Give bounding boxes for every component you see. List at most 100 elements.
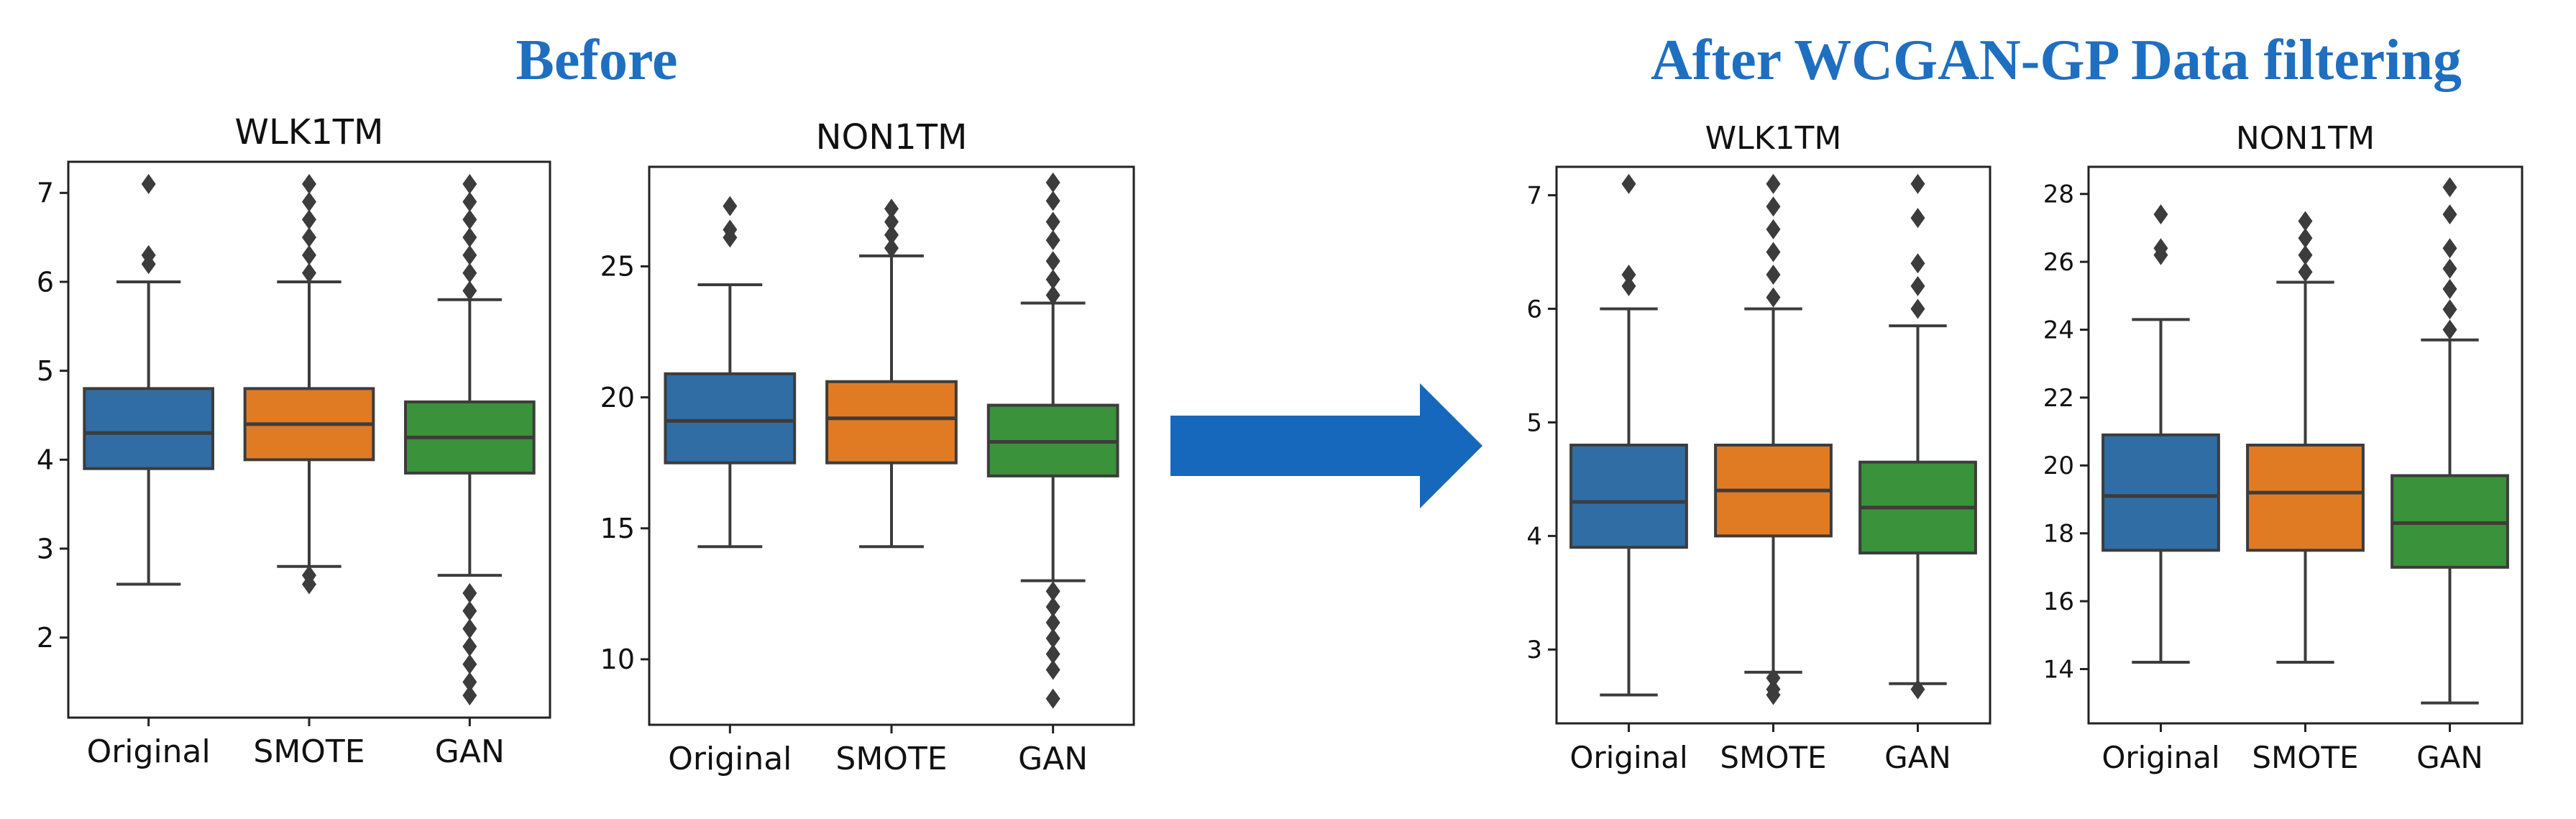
y-tick-label: 18 — [2043, 520, 2074, 549]
outlier-point — [1621, 265, 1636, 285]
iqr-box — [83, 387, 215, 470]
box-smote — [2246, 211, 2365, 664]
outlier-point — [2442, 258, 2457, 279]
outlier-point — [1766, 196, 1781, 217]
y-tick-label: 4 — [37, 444, 54, 476]
outlier-point — [462, 672, 477, 692]
outlier-point — [1045, 644, 1060, 664]
outlier-point — [462, 173, 477, 194]
outlier-point — [1910, 253, 1925, 274]
axes-frame — [648, 165, 1135, 726]
box-original — [1569, 173, 1688, 697]
y-tick-label: 4 — [1526, 522, 1542, 551]
outlier-point — [2298, 262, 2313, 283]
box-original — [83, 173, 215, 586]
outlier-point — [723, 196, 738, 216]
outlier-point — [2442, 177, 2457, 198]
outlier-point — [302, 244, 316, 265]
y-tick-label: 20 — [600, 382, 635, 413]
y-tick-label: 24 — [2043, 316, 2074, 344]
outlier-point — [1910, 298, 1925, 319]
outlier-point — [462, 280, 477, 301]
y-tick-label: 3 — [37, 533, 54, 564]
chart-title: WLK1TM — [1705, 120, 1842, 157]
outlier-point — [1045, 688, 1060, 709]
y-tick-label: 20 — [2043, 452, 2074, 480]
outlier-point — [1045, 581, 1060, 602]
outlier-point — [462, 654, 477, 674]
outlier-point — [2442, 238, 2457, 259]
x-tick-label: Original — [668, 741, 792, 777]
x-tick-label: SMOTE — [1720, 740, 1826, 775]
outlier-point — [462, 636, 477, 657]
outlier-point — [1045, 285, 1060, 306]
x-tick-label: GAN — [2416, 740, 2483, 775]
y-tick-label: 10 — [600, 644, 635, 675]
box-smote — [825, 198, 958, 549]
box-gan — [1858, 173, 1977, 700]
outlier-point — [1045, 597, 1060, 618]
chart-title: NON1TM — [816, 117, 968, 157]
outlier-point — [1766, 242, 1781, 262]
transition-arrow — [1170, 383, 1482, 508]
iqr-box — [664, 372, 797, 465]
outlier-point — [1045, 628, 1060, 649]
outlier-point — [1766, 667, 1781, 688]
outlier-point — [2442, 319, 2457, 340]
y-tick-label: 16 — [2043, 587, 2074, 616]
box-gan — [404, 173, 536, 706]
outlier-point — [1621, 173, 1636, 194]
heading-after: After WCGAN-GP Data filtering — [1651, 29, 2462, 92]
outlier-point — [2153, 204, 2168, 225]
outlier-point — [302, 191, 316, 212]
outlier-point — [302, 227, 316, 248]
y-tick-label: 28 — [2043, 180, 2074, 209]
outlier-point — [2442, 299, 2457, 320]
box-original — [664, 196, 797, 549]
outlier-point — [723, 219, 738, 240]
y-tick-label: 26 — [2043, 248, 2074, 277]
outlier-point — [462, 227, 477, 248]
outlier-point — [2298, 211, 2313, 232]
x-tick-label: Original — [2101, 740, 2219, 775]
outlier-point — [884, 211, 899, 232]
axes-frame — [1555, 165, 1991, 725]
outlier-point — [462, 685, 477, 706]
outlier-point — [1045, 612, 1060, 633]
y-tick-label: 2 — [37, 622, 54, 654]
outlier-point — [1910, 679, 1925, 700]
outlier-point — [1766, 173, 1781, 194]
outlier-point — [1766, 685, 1781, 705]
y-tick-label: 14 — [2043, 655, 2074, 684]
outlier-point — [2442, 204, 2457, 225]
chart-title: WLK1TM — [235, 112, 384, 152]
outlier-point — [1045, 251, 1060, 272]
axes-frame — [67, 160, 551, 719]
y-tick-label: 15 — [600, 513, 635, 544]
box-gan — [2391, 177, 2509, 705]
outlier-point — [302, 209, 316, 230]
outlier-point — [2153, 238, 2168, 259]
outlier-point — [1910, 275, 1925, 296]
outlier-point — [1621, 275, 1636, 296]
heading-before: Before — [515, 29, 677, 92]
outlier-point — [2442, 278, 2457, 299]
x-tick-label: Original — [87, 733, 211, 770]
outlier-point — [884, 237, 899, 258]
outlier-point — [1045, 191, 1060, 211]
iqr-box — [2101, 433, 2220, 552]
iqr-box — [825, 380, 958, 465]
outlier-point — [1045, 659, 1060, 680]
y-tick-label: 7 — [1526, 181, 1542, 210]
outlier-point — [462, 262, 477, 283]
x-tick-label: GAN — [435, 733, 505, 770]
outlier-point — [2298, 244, 2313, 265]
outlier-point — [1045, 172, 1060, 193]
box-smote — [1714, 173, 1833, 705]
y-tick-label: 6 — [1526, 295, 1542, 324]
x-tick-label: GAN — [1018, 741, 1088, 777]
